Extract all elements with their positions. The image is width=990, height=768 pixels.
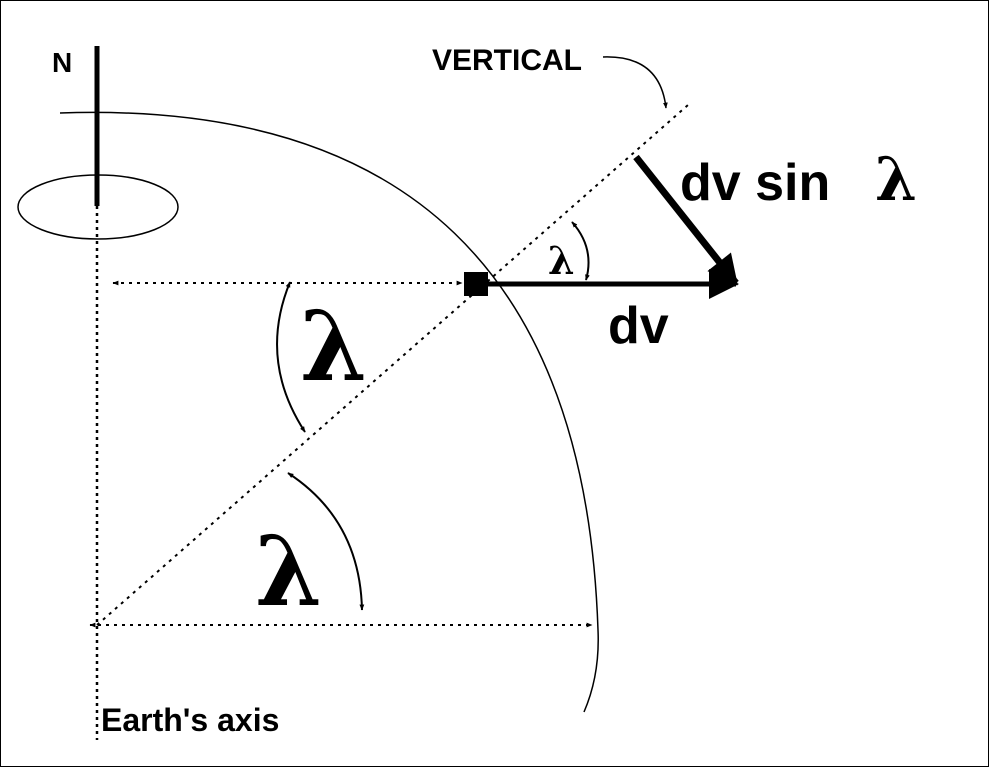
angle-arc-small — [571, 221, 590, 281]
dv-sin-vector — [633, 154, 739, 286]
vertical-label: VERTICAL — [432, 44, 582, 77]
earth-axis-label: Earth's axis — [101, 702, 279, 738]
dv-label: dv — [608, 297, 669, 355]
angle-arc-middle — [276, 281, 306, 433]
lambda-label-dv-sin: λ — [875, 145, 917, 215]
lambda-label-lower: λ — [255, 515, 322, 628]
lambda-label-middle: λ — [300, 290, 367, 403]
surface-point — [464, 272, 488, 296]
earth-surface-arc — [59, 111, 599, 713]
dv-sin-label: dv sin — [680, 154, 830, 212]
vertical-line — [96, 104, 689, 626]
lambda-label-small: λ — [548, 238, 575, 283]
angle-arc-lower — [287, 472, 365, 611]
vertical-pointer-arrow — [602, 56, 668, 109]
rotation-ellipse — [17, 174, 179, 240]
north-label: N — [52, 47, 72, 78]
